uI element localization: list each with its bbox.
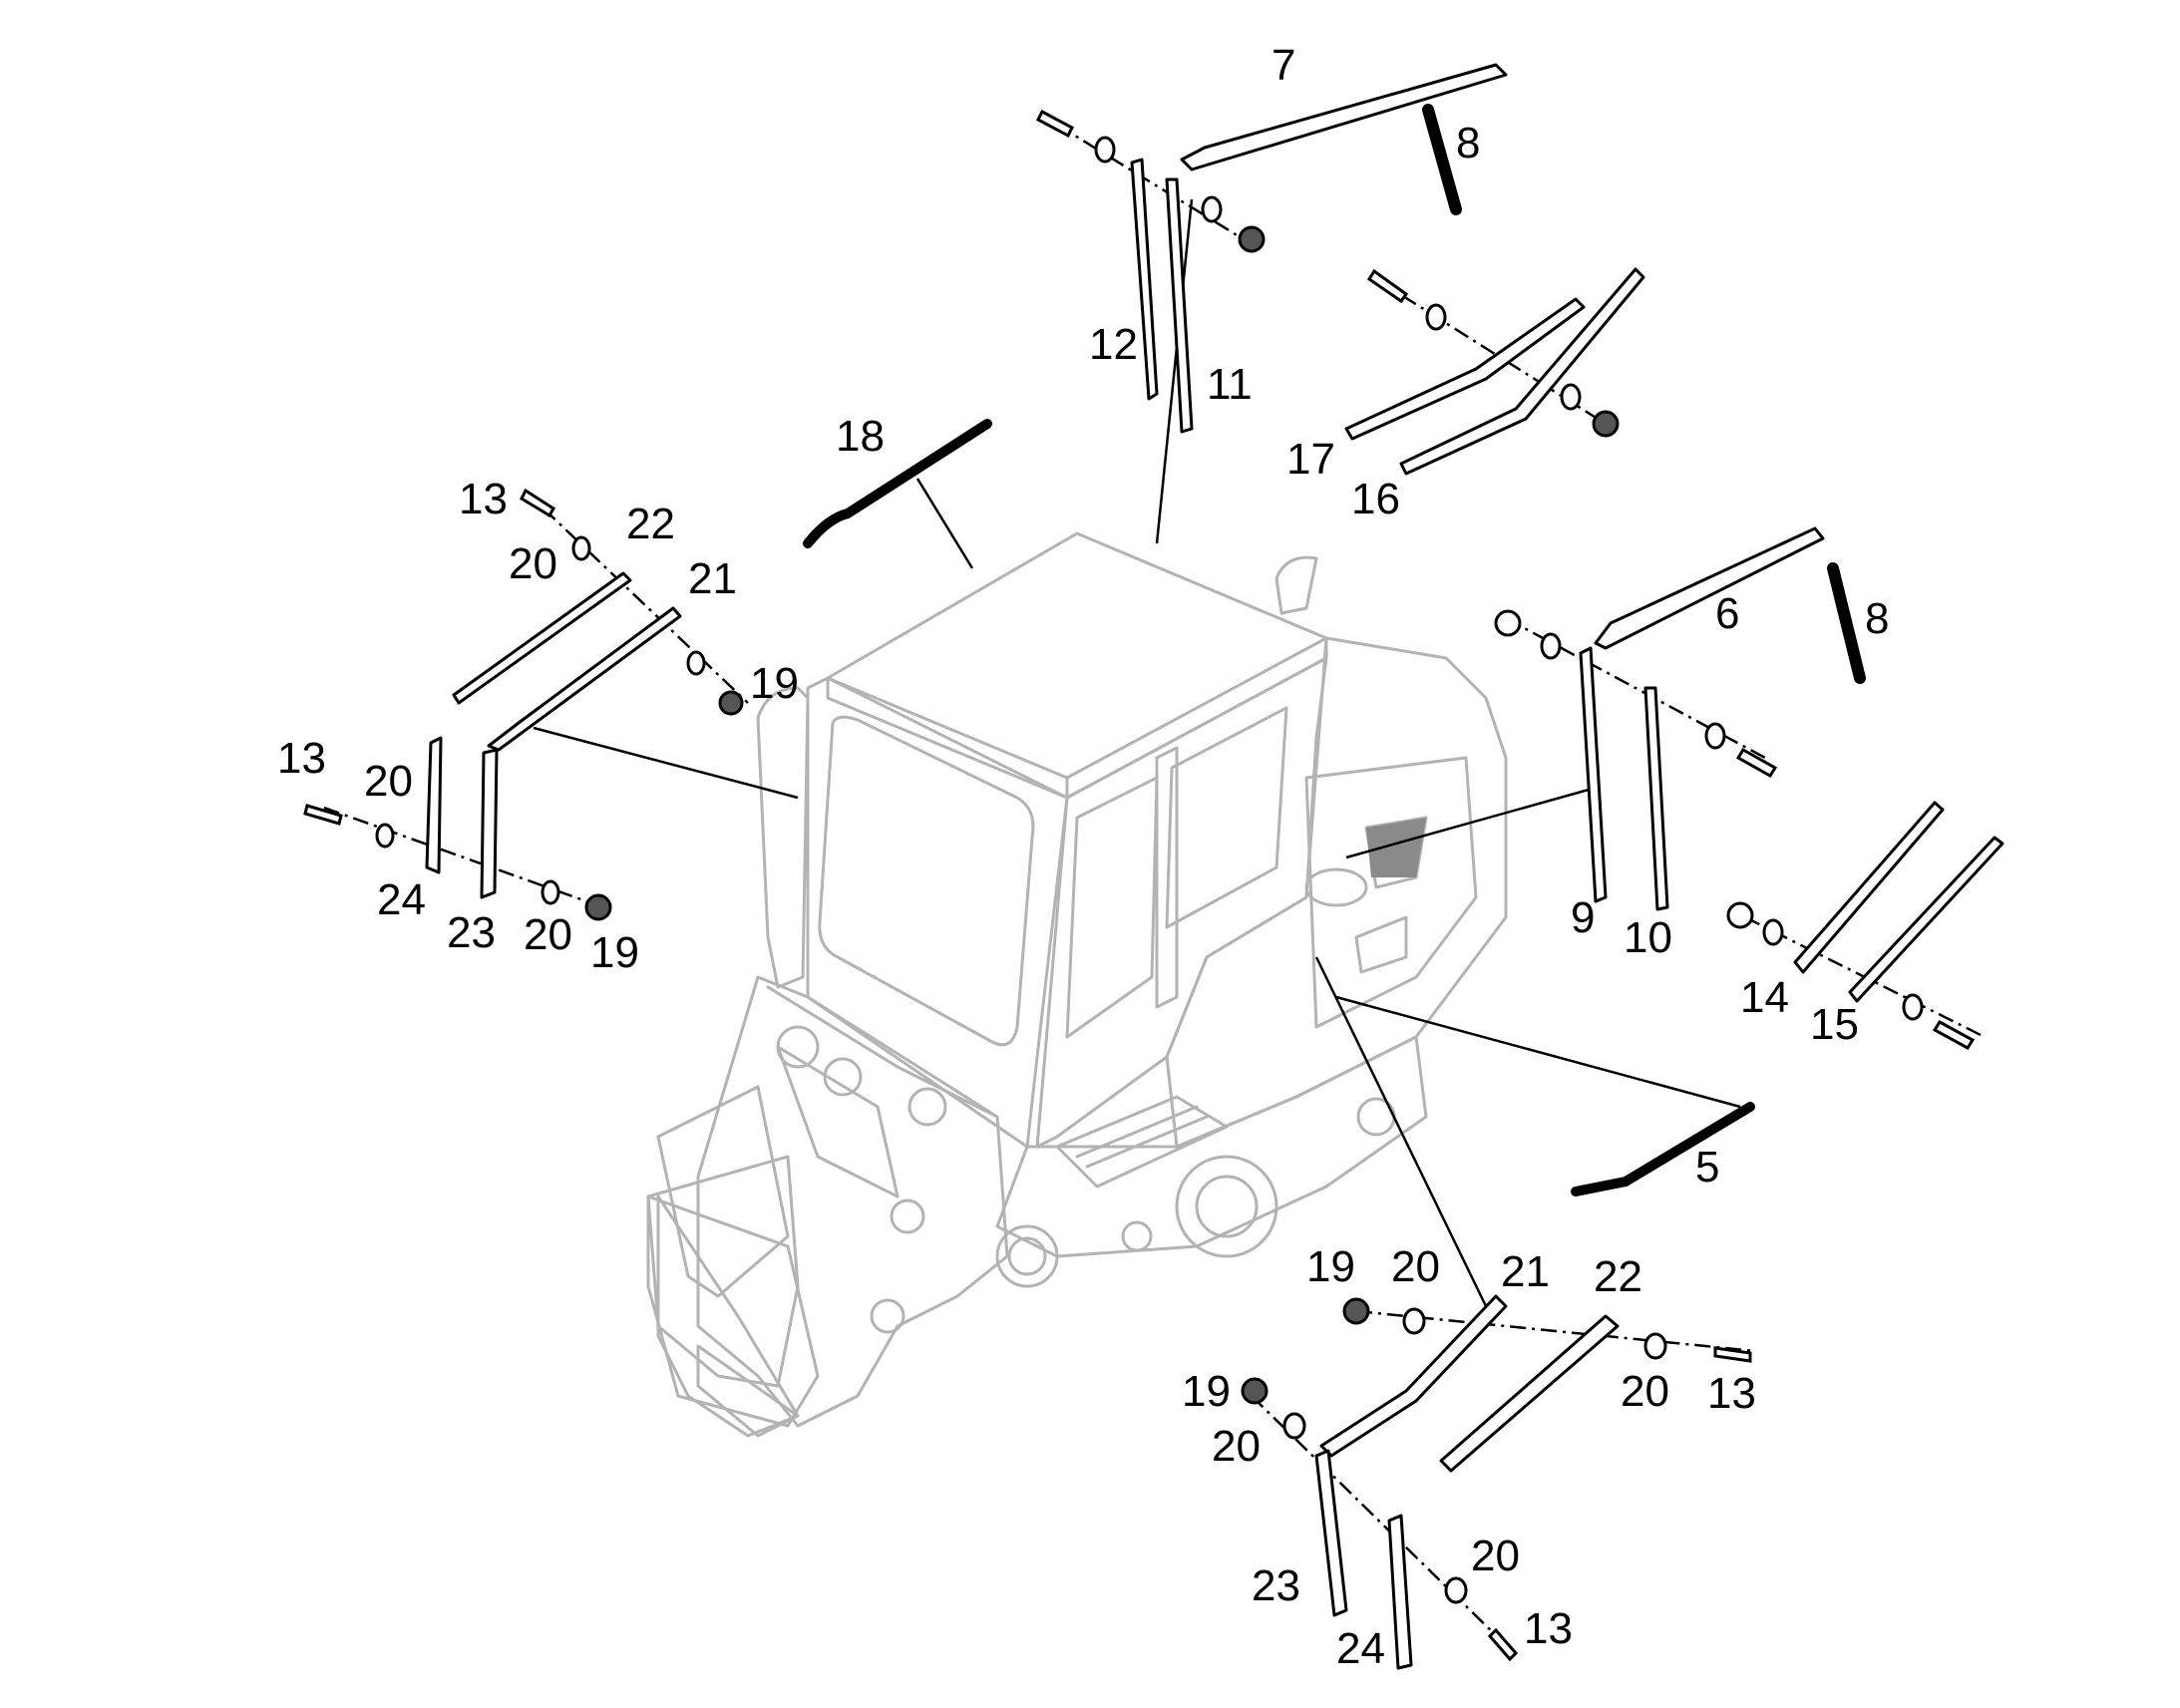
callout-11: 11 <box>1207 360 1253 409</box>
callout-8-lower: 8 <box>1865 594 1889 643</box>
callout-24-right: 24 <box>1336 1624 1385 1673</box>
callout-21-left: 21 <box>688 554 737 603</box>
part-17-strip <box>1344 297 1586 441</box>
part-11-strip <box>1165 177 1194 434</box>
part-18-seal <box>803 419 992 548</box>
part-5-seal <box>1571 1102 1755 1196</box>
bolt-upper-11 <box>1036 109 1266 253</box>
callout-22-left: 22 <box>626 500 675 548</box>
part-7-strip <box>1180 63 1508 171</box>
part-10-strip <box>1643 686 1669 911</box>
callout-20-left-upper: 20 <box>509 539 557 588</box>
callout-5: 5 <box>1695 1143 1719 1192</box>
callout-24-left: 24 <box>377 875 426 924</box>
callout-6: 6 <box>1715 589 1739 638</box>
callout-19-left-upper: 19 <box>750 659 799 708</box>
callout-13-right-bottom: 13 <box>1524 1604 1573 1653</box>
callout-22-right: 22 <box>1594 1252 1642 1301</box>
callout-15: 15 <box>1810 1000 1859 1049</box>
machine-body <box>646 531 1508 1438</box>
part-14-strip <box>1793 801 1945 974</box>
callout-19-right-lower: 19 <box>1182 1367 1231 1416</box>
callout-20-right-upper: 20 <box>1391 1242 1440 1291</box>
callout-13-right-upper: 13 <box>1707 1369 1756 1418</box>
part-16-strip <box>1399 267 1645 476</box>
callout-23-left: 23 <box>447 908 496 957</box>
callout-18: 18 <box>836 412 885 461</box>
callout-13-left-upper: 13 <box>459 475 508 523</box>
callout-20-left-lower: 20 <box>524 910 572 959</box>
callout-14: 14 <box>1740 973 1789 1022</box>
part-9-strip <box>1579 646 1608 903</box>
part-21-strip-right <box>1319 1294 1508 1458</box>
callout-21-right: 21 <box>1501 1247 1550 1296</box>
callout-10: 10 <box>1624 913 1672 962</box>
part-6-strip <box>1594 526 1825 650</box>
part-8-seal-lower <box>1827 562 1866 684</box>
part-8-seal-upper <box>1422 104 1462 215</box>
part-24-strip-right <box>1387 1514 1413 1670</box>
callout-12: 12 <box>1089 320 1138 369</box>
bolt-9-10 <box>1494 609 1778 779</box>
bolt-left-upper <box>520 488 744 716</box>
callout-19-left-lower: 19 <box>590 928 639 977</box>
callout-19-right-upper: 19 <box>1306 1242 1355 1291</box>
part-21-strip-left <box>487 606 682 752</box>
part-23-strip-right <box>1314 1449 1348 1617</box>
bolt-right-lower <box>1241 1377 1519 1662</box>
callout-20-right-lower: 20 <box>1212 1422 1261 1471</box>
part-24-strip-left <box>425 736 443 874</box>
callout-7: 7 <box>1272 41 1295 90</box>
bolt-left-lower <box>303 804 612 921</box>
callout-13-left-lower: 13 <box>277 734 326 783</box>
bolt-14-15 <box>1726 901 1976 1050</box>
callout-labels: 7 8 12 11 17 16 18 6 8 9 10 14 15 5 13 2… <box>277 41 1889 1673</box>
callout-23-right: 23 <box>1252 1561 1300 1610</box>
callout-20-right-bottom: 20 <box>1471 1532 1520 1580</box>
part-23-strip-left <box>480 748 499 899</box>
callout-20-right-mid: 20 <box>1621 1367 1669 1416</box>
bolt-16-17 <box>1366 268 1620 438</box>
callout-8-upper: 8 <box>1456 119 1480 168</box>
callout-17: 17 <box>1286 435 1335 484</box>
callout-16: 16 <box>1351 475 1400 523</box>
part-15-strip <box>1848 836 2004 1003</box>
callout-20-left-mid: 20 <box>364 757 413 806</box>
leader-lines <box>533 198 1741 1307</box>
part-22-strip-right <box>1439 1314 1620 1473</box>
bolt-right-upper <box>1342 1297 1752 1363</box>
part-12-strip <box>1130 158 1159 401</box>
callout-9: 9 <box>1571 893 1595 942</box>
part-22-strip-left <box>452 571 632 705</box>
